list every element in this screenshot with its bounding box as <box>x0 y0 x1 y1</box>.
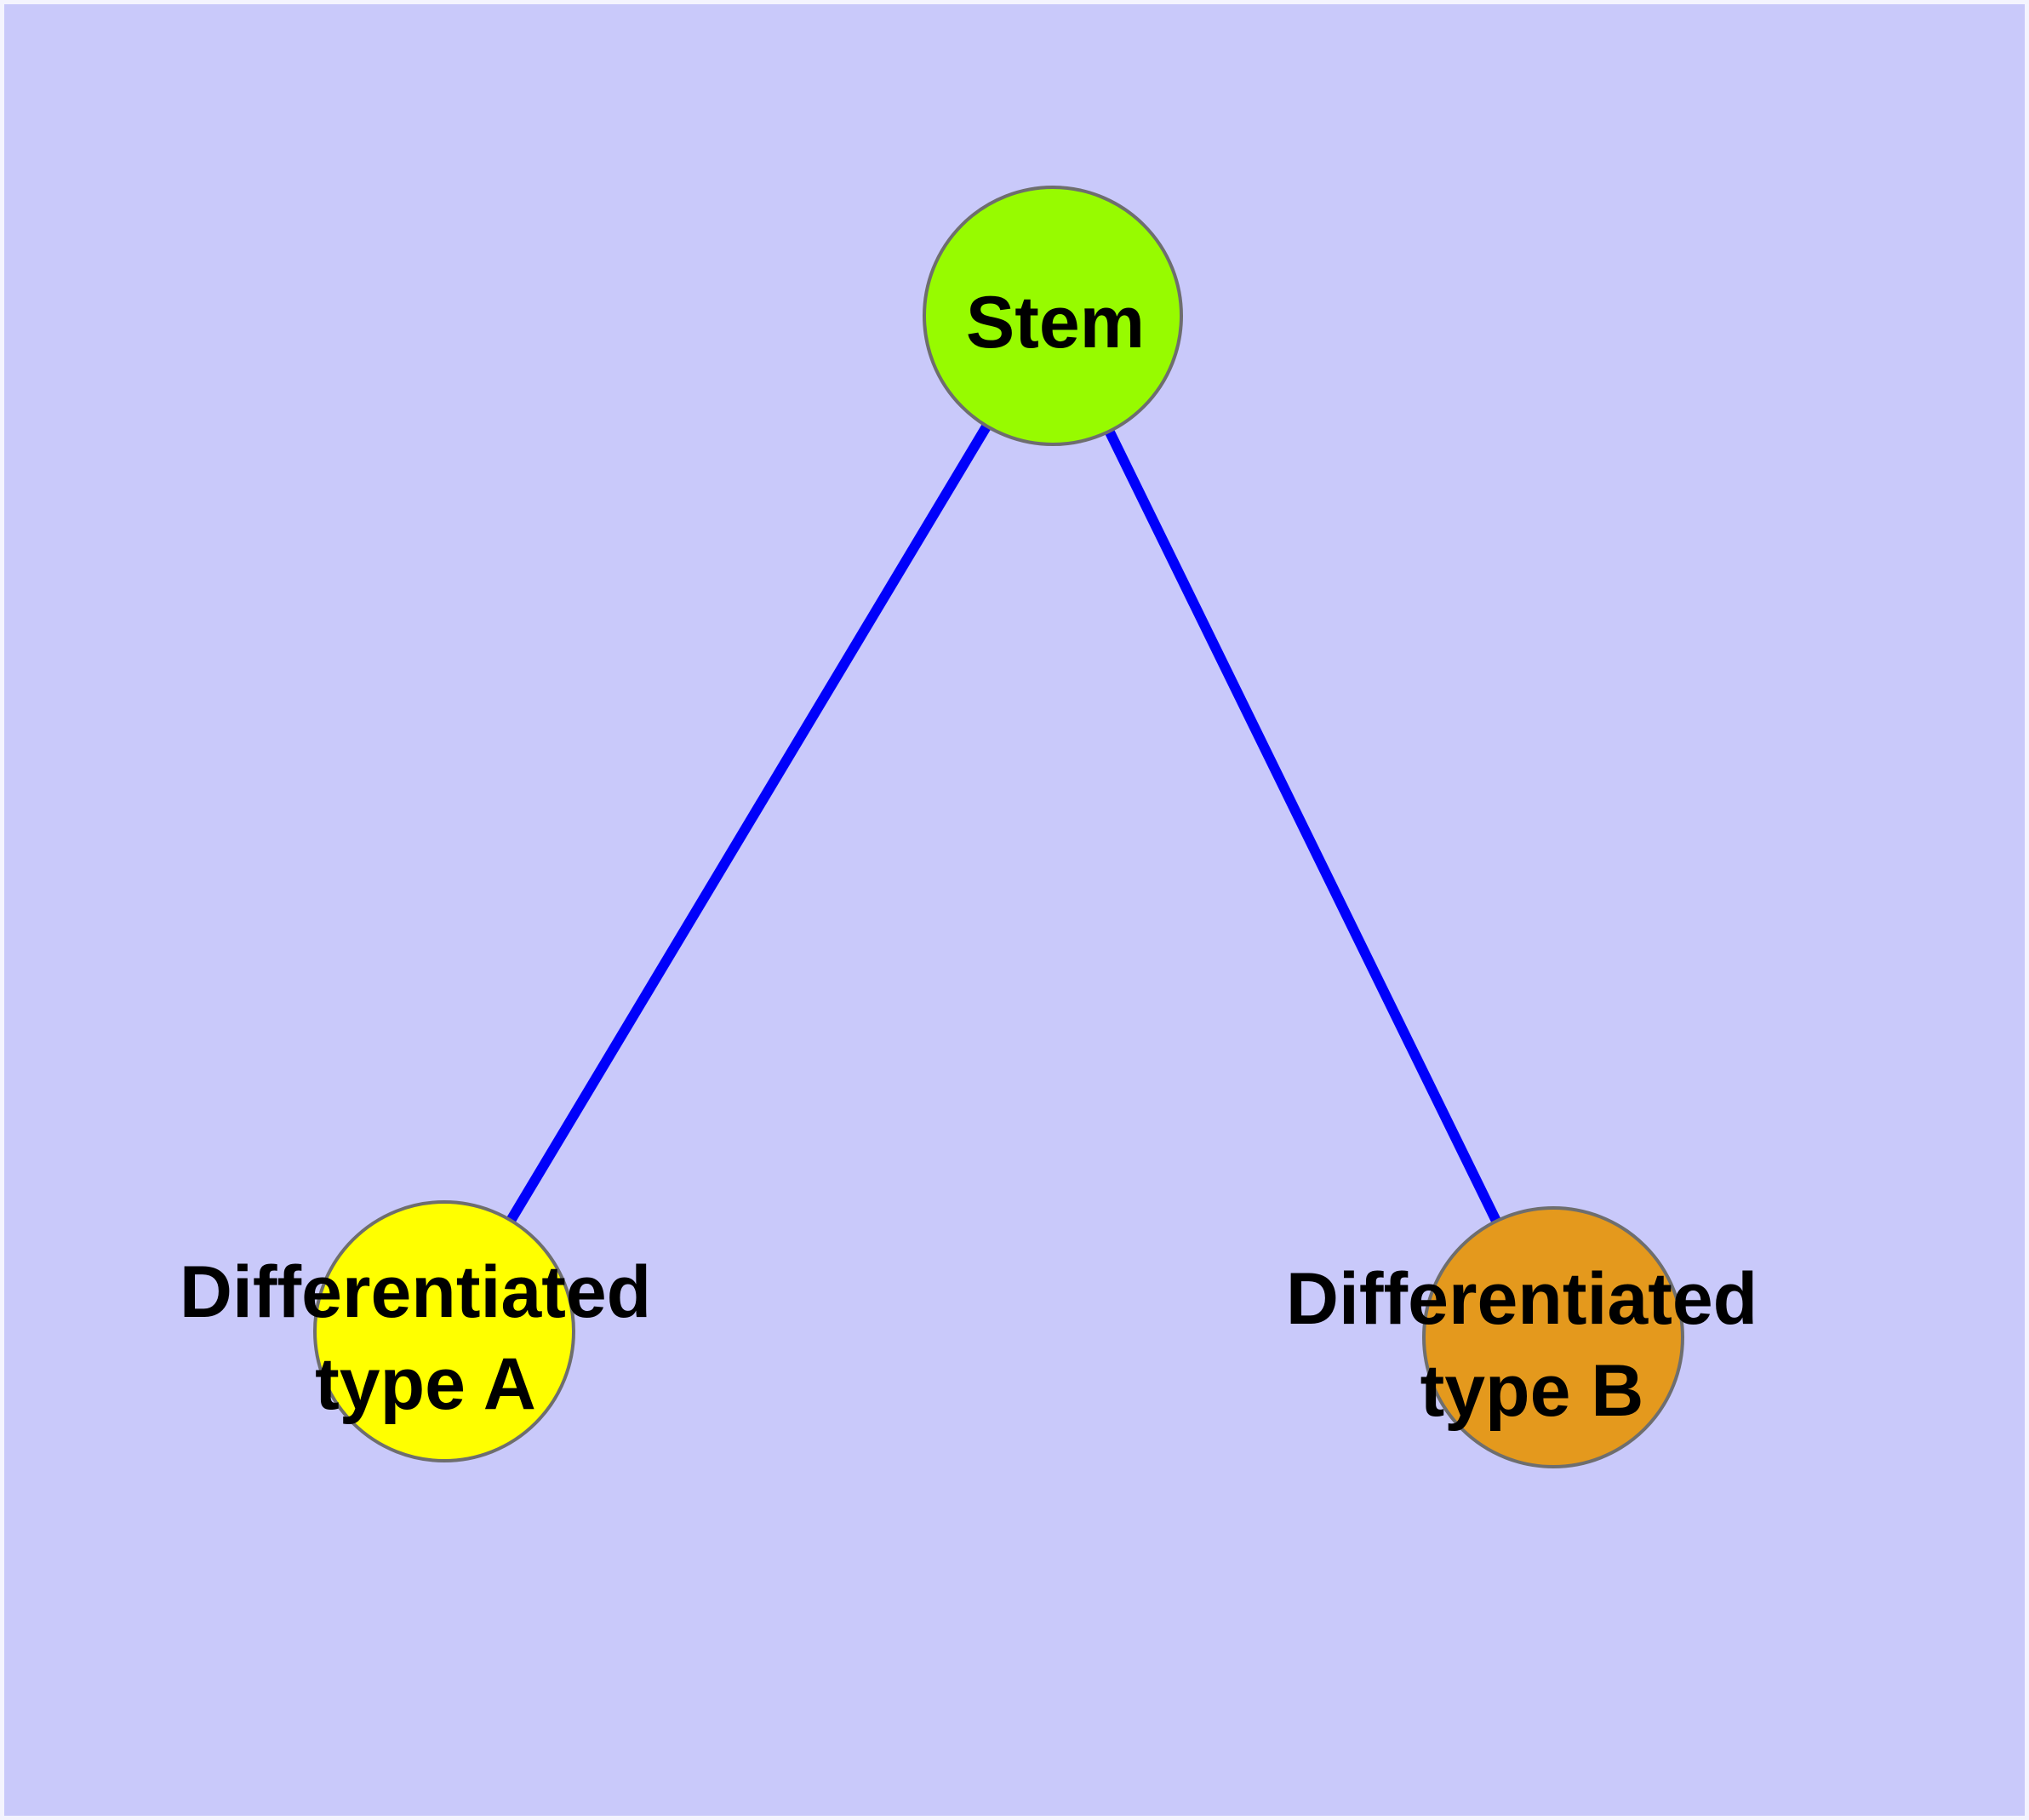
node-stem <box>923 186 1183 446</box>
node-differentiated-type-a <box>313 1200 575 1462</box>
node-type-a-label-line2: type A <box>315 1343 536 1425</box>
node-differentiated-type-b <box>1422 1206 1684 1468</box>
edge-stem-to-type-a <box>439 312 1058 1335</box>
node-type-a-label: Differentiated type A <box>180 1251 672 1425</box>
node-type-b-label-line2: type B <box>1420 1350 1644 1432</box>
edge-stem-to-type-b <box>1048 313 1558 1340</box>
node-stem-label: Stem <box>966 282 1145 363</box>
node-type-b-label: Differentiated type B <box>1286 1258 1778 1432</box>
node-type-b-label-line1: Differentiated <box>1286 1258 1758 1340</box>
node-type-a-label-line1: Differentiated <box>180 1251 651 1333</box>
